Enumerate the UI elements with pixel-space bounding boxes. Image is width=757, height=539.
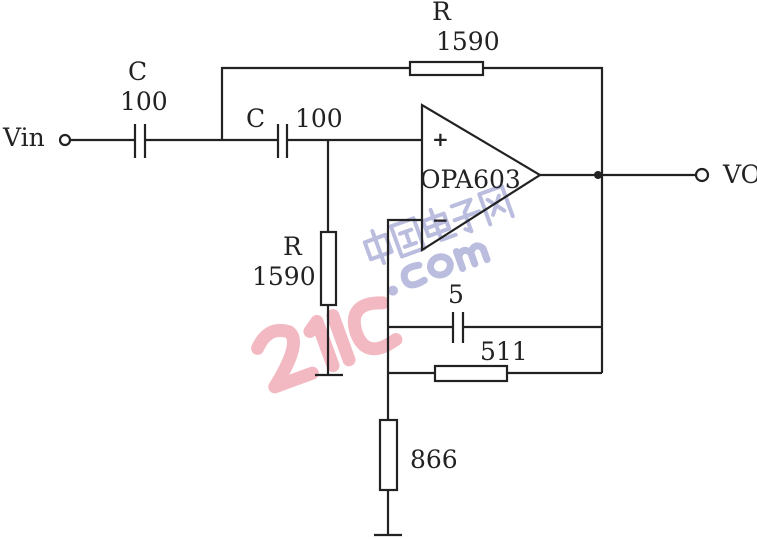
output-junction (594, 171, 602, 179)
vin-terminal (58, 133, 72, 147)
vo-terminal (694, 167, 710, 183)
c-feedback-value: 5 (448, 280, 464, 309)
c2-value: 100 (295, 104, 343, 133)
resistor-r-shunt (319, 230, 338, 307)
capacitor-c2 (276, 124, 289, 158)
c1-name: C (128, 57, 147, 86)
r-511-value: 511 (480, 337, 528, 366)
shunt-wire-ground (315, 140, 343, 377)
resistor-866 (378, 418, 399, 492)
resistor-r-feedback (408, 60, 485, 77)
r-shunt-value: 1590 (252, 262, 316, 291)
minus-sign: − (432, 208, 449, 232)
r-shunt-name: R (283, 232, 303, 261)
r-feedback-name: R (432, 0, 452, 26)
vin-label: Vin (2, 123, 45, 152)
watermark-domain-logo (387, 242, 491, 296)
c2-name: C (246, 104, 265, 133)
capacitor-c1 (133, 124, 147, 158)
resistor-511 (433, 364, 509, 383)
feedback-wire (220, 66, 604, 373)
plus-sign: + (432, 127, 449, 151)
inverting-wire (374, 218, 422, 537)
c1-value: 100 (120, 87, 168, 116)
r-866-value: 866 (410, 445, 458, 474)
opamp-symbol (420, 103, 543, 253)
capacitor-c-feedback (388, 312, 602, 343)
r-feedback-value: 1590 (436, 27, 500, 56)
watermark-brand-logo (251, 296, 403, 394)
vo-label: VO (722, 160, 757, 189)
opamp-label: OPA603 (420, 165, 521, 194)
